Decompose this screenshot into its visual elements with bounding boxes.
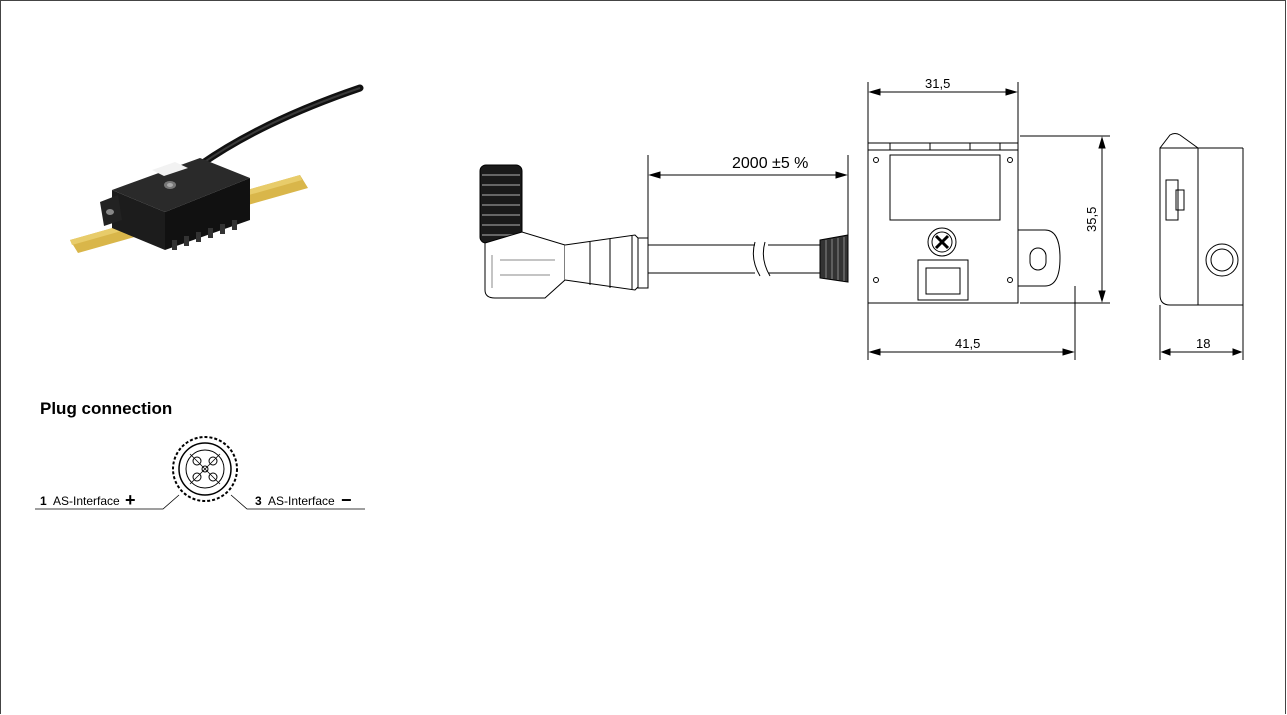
- m12-connector-icon: [172, 436, 238, 502]
- cable-length-dimension: [647, 155, 849, 238]
- angled-connector: [479, 164, 649, 299]
- cable: [648, 234, 849, 283]
- housing-dimensions: [867, 82, 1110, 360]
- left-pin-label: AS-Interface: [53, 494, 120, 508]
- housing-side-view: [1159, 133, 1244, 360]
- depth-label: 18: [1196, 336, 1210, 351]
- plug-pinout-diagram: 1 AS-Interface + 3 AS-Interface −: [35, 436, 365, 510]
- right-pin-sign: −: [341, 490, 352, 510]
- plug-connection-title: Plug connection: [40, 399, 173, 418]
- dimension-drawing: 2000 ±5 % 3: [479, 76, 1244, 360]
- right-pin-number: 3: [255, 494, 262, 508]
- cable-length-label: 2000 ±5 %: [732, 155, 808, 172]
- top-width-label: 31,5: [925, 76, 950, 91]
- left-pin-sign: +: [125, 490, 136, 510]
- height-label: 35,5: [1084, 207, 1099, 232]
- product-photo: [70, 84, 364, 253]
- right-pin-label: AS-Interface: [268, 494, 335, 508]
- housing-front-view: [867, 142, 1061, 304]
- bottom-width-label: 41,5: [955, 336, 980, 351]
- left-pin-number: 1: [40, 494, 47, 508]
